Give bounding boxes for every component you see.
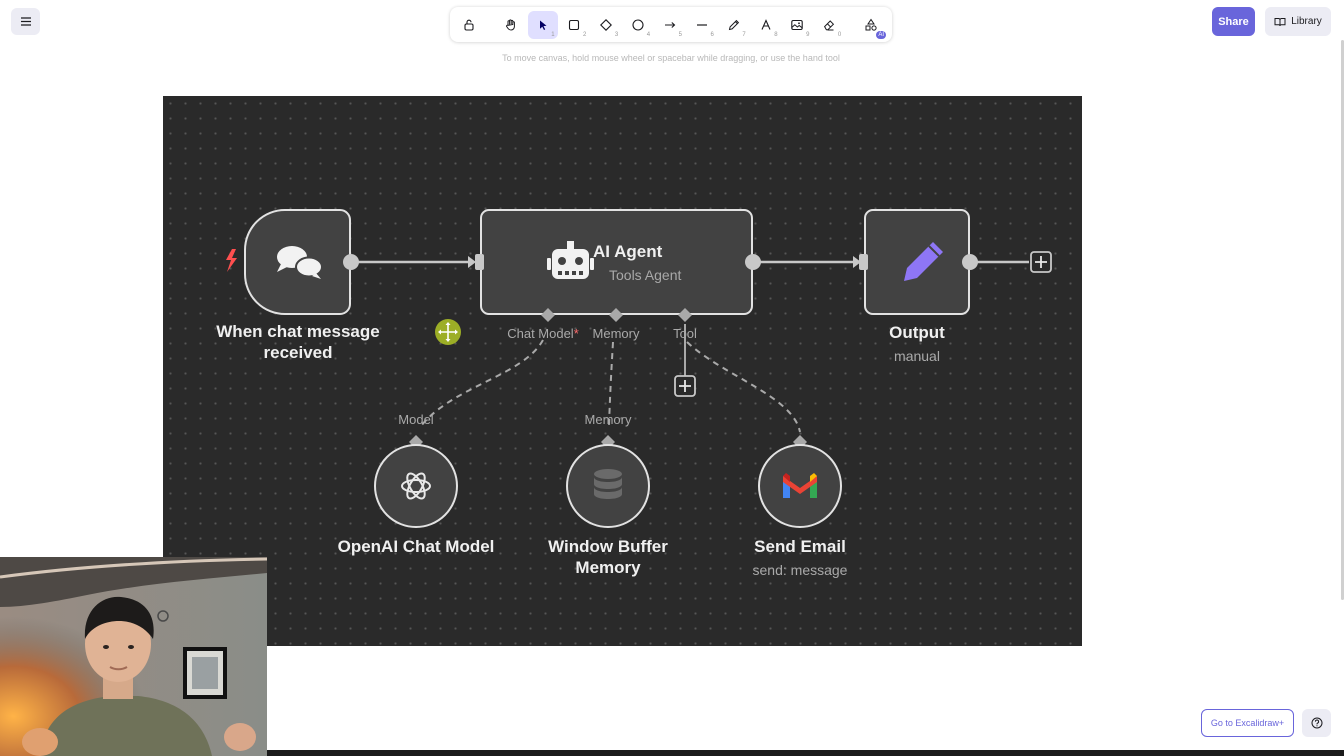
output-label: Output — [889, 323, 945, 342]
trigger-label: When chat message received — [216, 322, 380, 362]
workflow-image[interactable]: When chat message received AI Agent Tool… — [163, 96, 1082, 646]
send-email-node[interactable] — [758, 444, 842, 528]
output-subtitle: manual — [894, 348, 940, 364]
rectangle-icon — [569, 19, 580, 30]
draw-key: 7 — [742, 31, 746, 38]
shapes-toolbar: 1 2 3 4 5 6 7 8 9 0 AI — [450, 7, 892, 42]
openai-chat-model-label: OpenAI Chat Model — [337, 537, 495, 556]
tool-port[interactable] — [678, 308, 692, 322]
output-input-arrow — [853, 256, 861, 268]
plus-icon — [679, 380, 691, 392]
chat-model-text: Chat Model — [507, 326, 574, 341]
hamburger-icon — [20, 17, 31, 26]
selection-tool[interactable]: 1 — [527, 10, 558, 39]
add-node-plus-icon — [1035, 256, 1047, 268]
line-icon — [696, 23, 707, 26]
hand-icon — [505, 18, 515, 31]
library-button[interactable]: Library — [1265, 7, 1331, 36]
shapes-icon — [865, 18, 877, 31]
rectangle-key: 2 — [583, 31, 587, 38]
eraser-icon — [824, 19, 835, 30]
eraser-tool[interactable]: 0 — [814, 11, 844, 39]
help-button[interactable] — [1302, 709, 1331, 737]
agent-input-handle[interactable] — [475, 254, 484, 270]
robot-icon — [547, 241, 594, 279]
diamond-icon — [600, 18, 613, 31]
image-key: 9 — [806, 31, 810, 38]
lock-icon — [464, 19, 474, 31]
window-buffer-memory-label: Window Buffer Memory — [548, 537, 668, 577]
eraser-key: 0 — [837, 31, 842, 38]
ellipse-tool[interactable]: 4 — [623, 11, 653, 39]
more-shapes-tool[interactable]: AI — [856, 11, 887, 39]
image-icon — [791, 19, 804, 30]
gmail-icon — [783, 473, 817, 498]
send-email-label: Send Email — [754, 537, 846, 556]
agent-node[interactable] — [480, 209, 753, 315]
diamond-key: 3 — [614, 31, 619, 38]
help-icon — [1311, 717, 1322, 729]
database-icon — [594, 469, 622, 499]
send-email-subtitle: send: message — [752, 562, 848, 578]
hand-tool[interactable] — [496, 11, 526, 39]
rectangle-tool[interactable]: 2 — [560, 11, 590, 39]
memory-sub-port-label: Memory — [584, 412, 632, 427]
draw-tool[interactable]: 7 — [719, 11, 749, 39]
image-tool[interactable]: 9 — [783, 11, 813, 39]
output-input-handle[interactable] — [859, 254, 868, 270]
share-button[interactable]: Share — [1212, 7, 1255, 36]
lock-tool[interactable] — [454, 11, 484, 39]
agent-title: AI Agent — [593, 242, 663, 261]
agent-input-arrow — [468, 256, 476, 268]
chat-model-port[interactable] — [541, 308, 555, 322]
agent-subtitle: Tools Agent — [609, 267, 682, 283]
bottom-edge — [267, 750, 1344, 756]
chat-bubbles-icon — [277, 246, 323, 279]
model-port-label: Model — [398, 412, 434, 427]
canvas-hint: To move canvas, hold mouse wheel or spac… — [502, 53, 840, 63]
selection-key: 1 — [551, 31, 555, 38]
library-label: Library — [1291, 16, 1322, 27]
memory-port[interactable] — [609, 308, 623, 322]
tool-link — [686, 341, 801, 433]
openai-chat-model-node[interactable] — [374, 444, 458, 528]
arrow-tool[interactable]: 5 — [655, 11, 685, 39]
main-menu-button[interactable] — [11, 8, 40, 35]
agent-output-handle[interactable] — [745, 254, 761, 270]
arrow-key: 5 — [678, 31, 682, 38]
text-key: 8 — [774, 31, 778, 38]
tool-port-label: Tool — [673, 326, 697, 341]
line-key: 6 — [710, 31, 714, 38]
output-pencil-icon — [904, 242, 943, 281]
arrow-icon — [665, 21, 676, 28]
lightning-icon — [226, 249, 237, 272]
text-tool[interactable]: 8 — [751, 11, 781, 39]
pointer-icon — [539, 20, 547, 30]
book-icon — [1274, 17, 1286, 26]
output-output-handle[interactable] — [962, 254, 978, 270]
presenter-video-frame — [0, 557, 267, 756]
vertical-scrollbar[interactable] — [1341, 40, 1344, 600]
memory-port-label: Memory — [592, 326, 640, 341]
required-mark: * — [573, 326, 579, 341]
go-to-excalidraw-plus-button[interactable]: Go to Excalidraw+ — [1201, 709, 1294, 737]
ai-badge: AI — [876, 30, 887, 39]
move-cursor-icon — [435, 319, 461, 345]
line-tool[interactable]: 6 — [687, 11, 717, 39]
text-icon — [761, 18, 771, 30]
diamond-tool[interactable]: 3 — [591, 11, 621, 39]
pencil-icon — [728, 19, 739, 30]
workflow-diagram — [226, 209, 1052, 528]
trigger-output-handle[interactable] — [343, 254, 359, 270]
openai-icon — [401, 472, 431, 500]
ellipse-key: 4 — [646, 31, 651, 38]
chat-model-port-label: Chat Model* — [503, 326, 583, 341]
ellipse-icon — [632, 18, 644, 31]
webcam-video — [0, 557, 267, 756]
model-link — [420, 339, 544, 427]
